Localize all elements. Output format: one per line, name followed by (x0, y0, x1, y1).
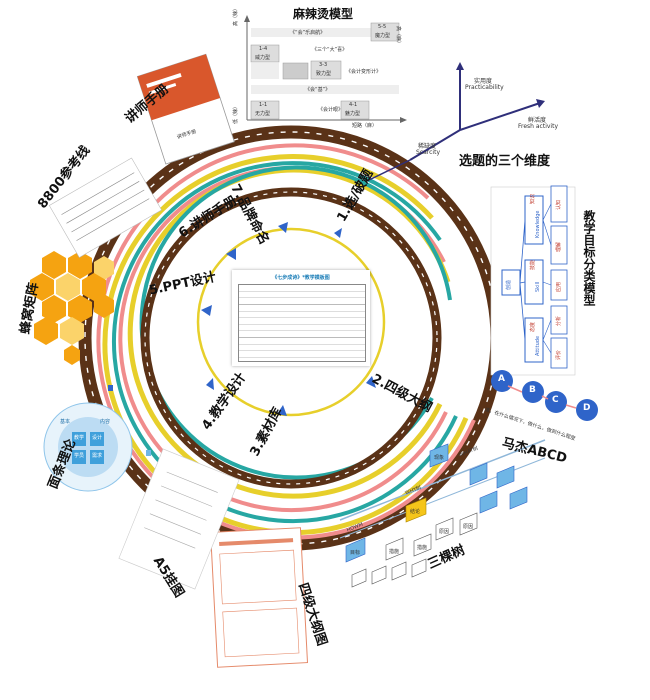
marker-bottom-left (146, 450, 151, 456)
abcd-letter-b: B (529, 385, 536, 395)
three-dims-axis1: 实用度 (474, 78, 493, 85)
tree-label-conclusion: 结论 (410, 509, 421, 515)
spicy-cell-55: 5-5 (378, 24, 387, 30)
three-dims-axis2-en: Fresh activity (518, 123, 558, 130)
step-arrow-1 (334, 228, 342, 238)
ring-teal-1 (111, 161, 458, 524)
teaching-goal-model (490, 185, 576, 376)
spicy-cell-41: 4-1 (349, 102, 358, 108)
abcd-letter-a: A (498, 374, 505, 384)
three-dims-axis3-en: Scarcity (416, 149, 440, 156)
goal-box-4: Skill (535, 281, 541, 292)
three-trees (339, 439, 546, 588)
hive-matrix (30, 251, 114, 365)
goal-box-5: 态度 (530, 321, 536, 332)
face-label-1: 教学 (74, 435, 85, 441)
abcd-circles (491, 370, 598, 421)
spicy-cell-14b: 威力型 (255, 55, 271, 61)
spicy-cell-55b: 魔力型 (375, 33, 391, 39)
tree-label-phenomenon: 现象 (434, 455, 445, 461)
abcd-letter-c: C (552, 395, 559, 405)
teaching-goal-title: 教学目标分类模型 (582, 210, 596, 306)
face-label-2: 设计 (92, 435, 103, 441)
face-label-3: 学员 (74, 453, 85, 459)
spicy-row-2: 《三个“大”喜》 (312, 47, 348, 53)
spicy-cell-33b: 致力型 (316, 71, 332, 77)
step-arrow-7 (278, 222, 288, 233)
tree-label-cause-1: 原因 (439, 529, 450, 535)
spicy-model-chart (244, 15, 407, 123)
goal-box-11: 评价 (556, 349, 562, 360)
face-theory-thumb (43, 402, 133, 492)
ring-pink-1 (96, 143, 476, 540)
ring-inner-yellow (196, 227, 386, 417)
spicy-x-right: 高（麻） (395, 26, 401, 47)
goal-box-12: 创造 (506, 279, 512, 290)
three-dims-axis3: 稀缺度 (418, 143, 437, 150)
tree-label-measure-1: 措施 (389, 549, 400, 555)
spicy-row-4: 《会“基”》 (305, 87, 331, 93)
spicy-row-1: 《“会”乐启航》 (290, 30, 326, 36)
goal-box-2: Knowledge (535, 210, 541, 239)
tree-label-measure-2: 措施 (417, 545, 428, 551)
abcd-letter-d: D (583, 403, 591, 413)
step-arrow-4 (206, 378, 214, 390)
center-table: 《七步成诗》*教学模板图 (232, 270, 370, 366)
three-dims-axis1-en: Practicability (465, 84, 504, 91)
goal-box-7: 认知 (556, 199, 562, 210)
goal-box-9: 应用 (556, 281, 562, 292)
goal-box-3: 技能 (530, 259, 536, 270)
face-label-6: 内容 (100, 419, 111, 425)
marker-left (108, 385, 113, 391)
goal-box-1: 知识 (530, 193, 536, 204)
face-label-5: 基本 (60, 419, 71, 425)
spicy-y-top: 高（辣） (233, 5, 239, 26)
three-dims-axes (366, 62, 545, 182)
spicy-model-title: 麻辣烫模型 (293, 7, 354, 21)
spicy-y-low: 低（辣） (233, 103, 239, 124)
tree-label-cause-2: 原因 (463, 524, 474, 530)
center-table-grid (238, 284, 366, 362)
three-dims-axis2: 鲜活度 (528, 117, 547, 124)
spicy-row-5: 《会计眼》 (318, 107, 344, 113)
goal-box-8: 理解 (556, 241, 562, 252)
step-arrow-2 (366, 376, 376, 388)
spicy-cell-41b: 魅力型 (345, 111, 361, 117)
ring-teal-2 (139, 165, 452, 480)
ring-brown-inner-dash (144, 191, 438, 485)
spicy-cell-33: 3-3 (319, 62, 328, 68)
outline-map-thumb (210, 527, 309, 668)
ring-yellow-1 (102, 154, 469, 535)
spicy-cell-14: 1-4 (259, 46, 268, 52)
spicy-row-3: 《会计变形计》 (346, 69, 382, 75)
book-cover (136, 53, 235, 165)
step-arrow-3 (277, 405, 287, 416)
spicy-cell-11: 1-1 (259, 102, 268, 108)
ring-yellow-2 (127, 167, 451, 499)
three-dims-title: 选题的三个维度 (459, 154, 551, 169)
spicy-x-label: 短路（麻） (352, 123, 378, 129)
ref-line-thumb (48, 157, 162, 258)
center-table-title: 《七步成诗》*教学模板图 (272, 275, 330, 281)
tree-label-goal: 目标 (350, 550, 361, 556)
step-arrow-6 (226, 248, 236, 260)
spicy-cell-11b: 无力型 (255, 111, 271, 117)
goal-box-6: Attitude (535, 335, 541, 356)
face-label-4: 需求 (92, 453, 103, 459)
goal-box-10: 分析 (556, 315, 562, 326)
a5-chart-thumb (118, 448, 240, 590)
step-arrow-5 (201, 305, 212, 316)
